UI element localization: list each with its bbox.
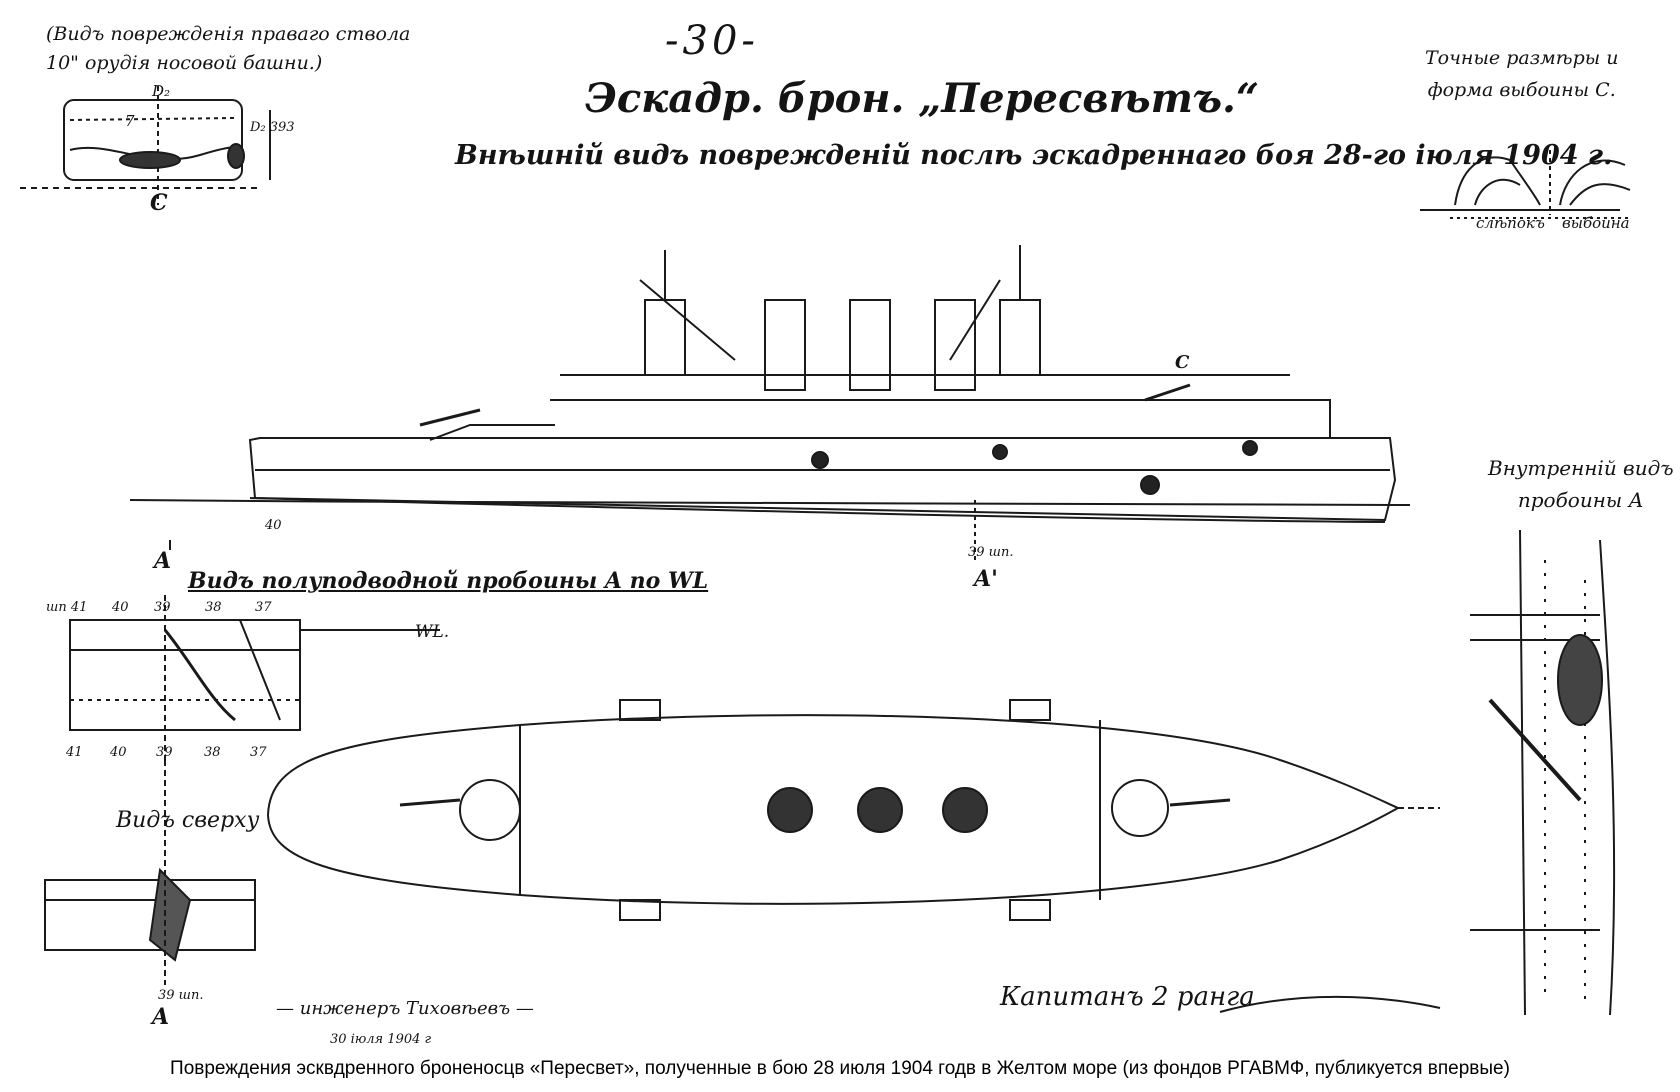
- side-mark-a-right: A': [974, 566, 998, 592]
- page-number: -30-: [665, 18, 759, 64]
- crater-caption-line2: форма выбоины С.: [1427, 79, 1616, 101]
- underwater-hole-sketch: [69, 595, 440, 760]
- cast-label: слѣпокъ: [1476, 214, 1545, 232]
- engineer-signature: — инженеръ Тиховѣевъ —: [276, 998, 534, 1019]
- drawing-date: 30 iюля 1904 г: [330, 1032, 432, 1047]
- waterline-label: WL.: [415, 622, 450, 642]
- ship-side-view: [129, 245, 1411, 560]
- page-subtitle: Внѣшнiй видъ поврежденiй послѣ эскадренн…: [455, 140, 1613, 171]
- page-title: Эскадр. брон. „Пересвѣтъ.“: [585, 75, 1259, 122]
- frame-top-38: 38: [205, 600, 222, 615]
- frame-bottom-40: 40: [110, 745, 127, 760]
- gun-damage-caption-line1: (Видъ поврежденiя праваго ствола: [46, 23, 411, 45]
- bottom-mark-a: A: [152, 1004, 170, 1030]
- gun-damage-caption: (Видъ поврежденiя праваго ствола 10" ору…: [46, 20, 410, 78]
- gun-damage-caption-line2: 10" орудiя носовой башни.): [46, 52, 323, 74]
- frame-bottom-39: 39: [156, 745, 173, 760]
- gun-label-bottom: C: [150, 190, 168, 216]
- gun-label-top: D₂: [152, 82, 171, 100]
- signature-flourish: [1219, 995, 1441, 1013]
- frame-top-40: 40: [112, 600, 129, 615]
- hole-detail-sketch: [44, 760, 256, 985]
- gun-barrel-sketch: [20, 86, 271, 205]
- side-frame-label: 39 шп.: [968, 545, 1014, 560]
- frame-top-37: 37: [255, 600, 272, 615]
- side-mark-c: C: [1175, 352, 1190, 373]
- bottom-frame-label: 39 шп.: [158, 988, 204, 1003]
- side-mark-40: 40: [265, 518, 282, 533]
- gun-label-inner: 7: [125, 112, 135, 130]
- ship-top-view: [266, 699, 1440, 921]
- captain-signature: Капитанъ 2 ранга: [1000, 982, 1255, 1012]
- underwater-hole-title: Видъ полуподводной пробоины A по WL: [188, 568, 709, 594]
- inner-hull-sketch: [1470, 529, 1616, 1016]
- side-mark-a-left: A: [154, 548, 172, 574]
- crater-sketch: [1420, 150, 1631, 219]
- frame-bottom-41: 41: [66, 745, 83, 760]
- inner-view-line2: пробоины А: [1517, 488, 1644, 512]
- gun-label-side: D₂ 393: [250, 120, 295, 135]
- frame-top-39: 39: [154, 600, 171, 615]
- frame-bottom-37: 37: [250, 745, 267, 760]
- frame-bottom-38: 38: [204, 745, 221, 760]
- figure-caption: Повреждения эсквдренного броненосцв «Пер…: [170, 1058, 1510, 1079]
- crater-caption-line1: Точные размѣры и: [1425, 47, 1619, 69]
- crater-label: выбоина: [1562, 214, 1630, 232]
- inner-view-caption: Внутреннiй видъ пробоины А: [1488, 452, 1674, 516]
- top-view-label: Видъ сверху: [116, 808, 260, 833]
- crater-caption: Точные размѣры и форма выбоины С.: [1425, 42, 1619, 106]
- frame-top-41: шп 41: [46, 600, 88, 615]
- inner-view-line1: Внутреннiй видъ: [1488, 456, 1674, 480]
